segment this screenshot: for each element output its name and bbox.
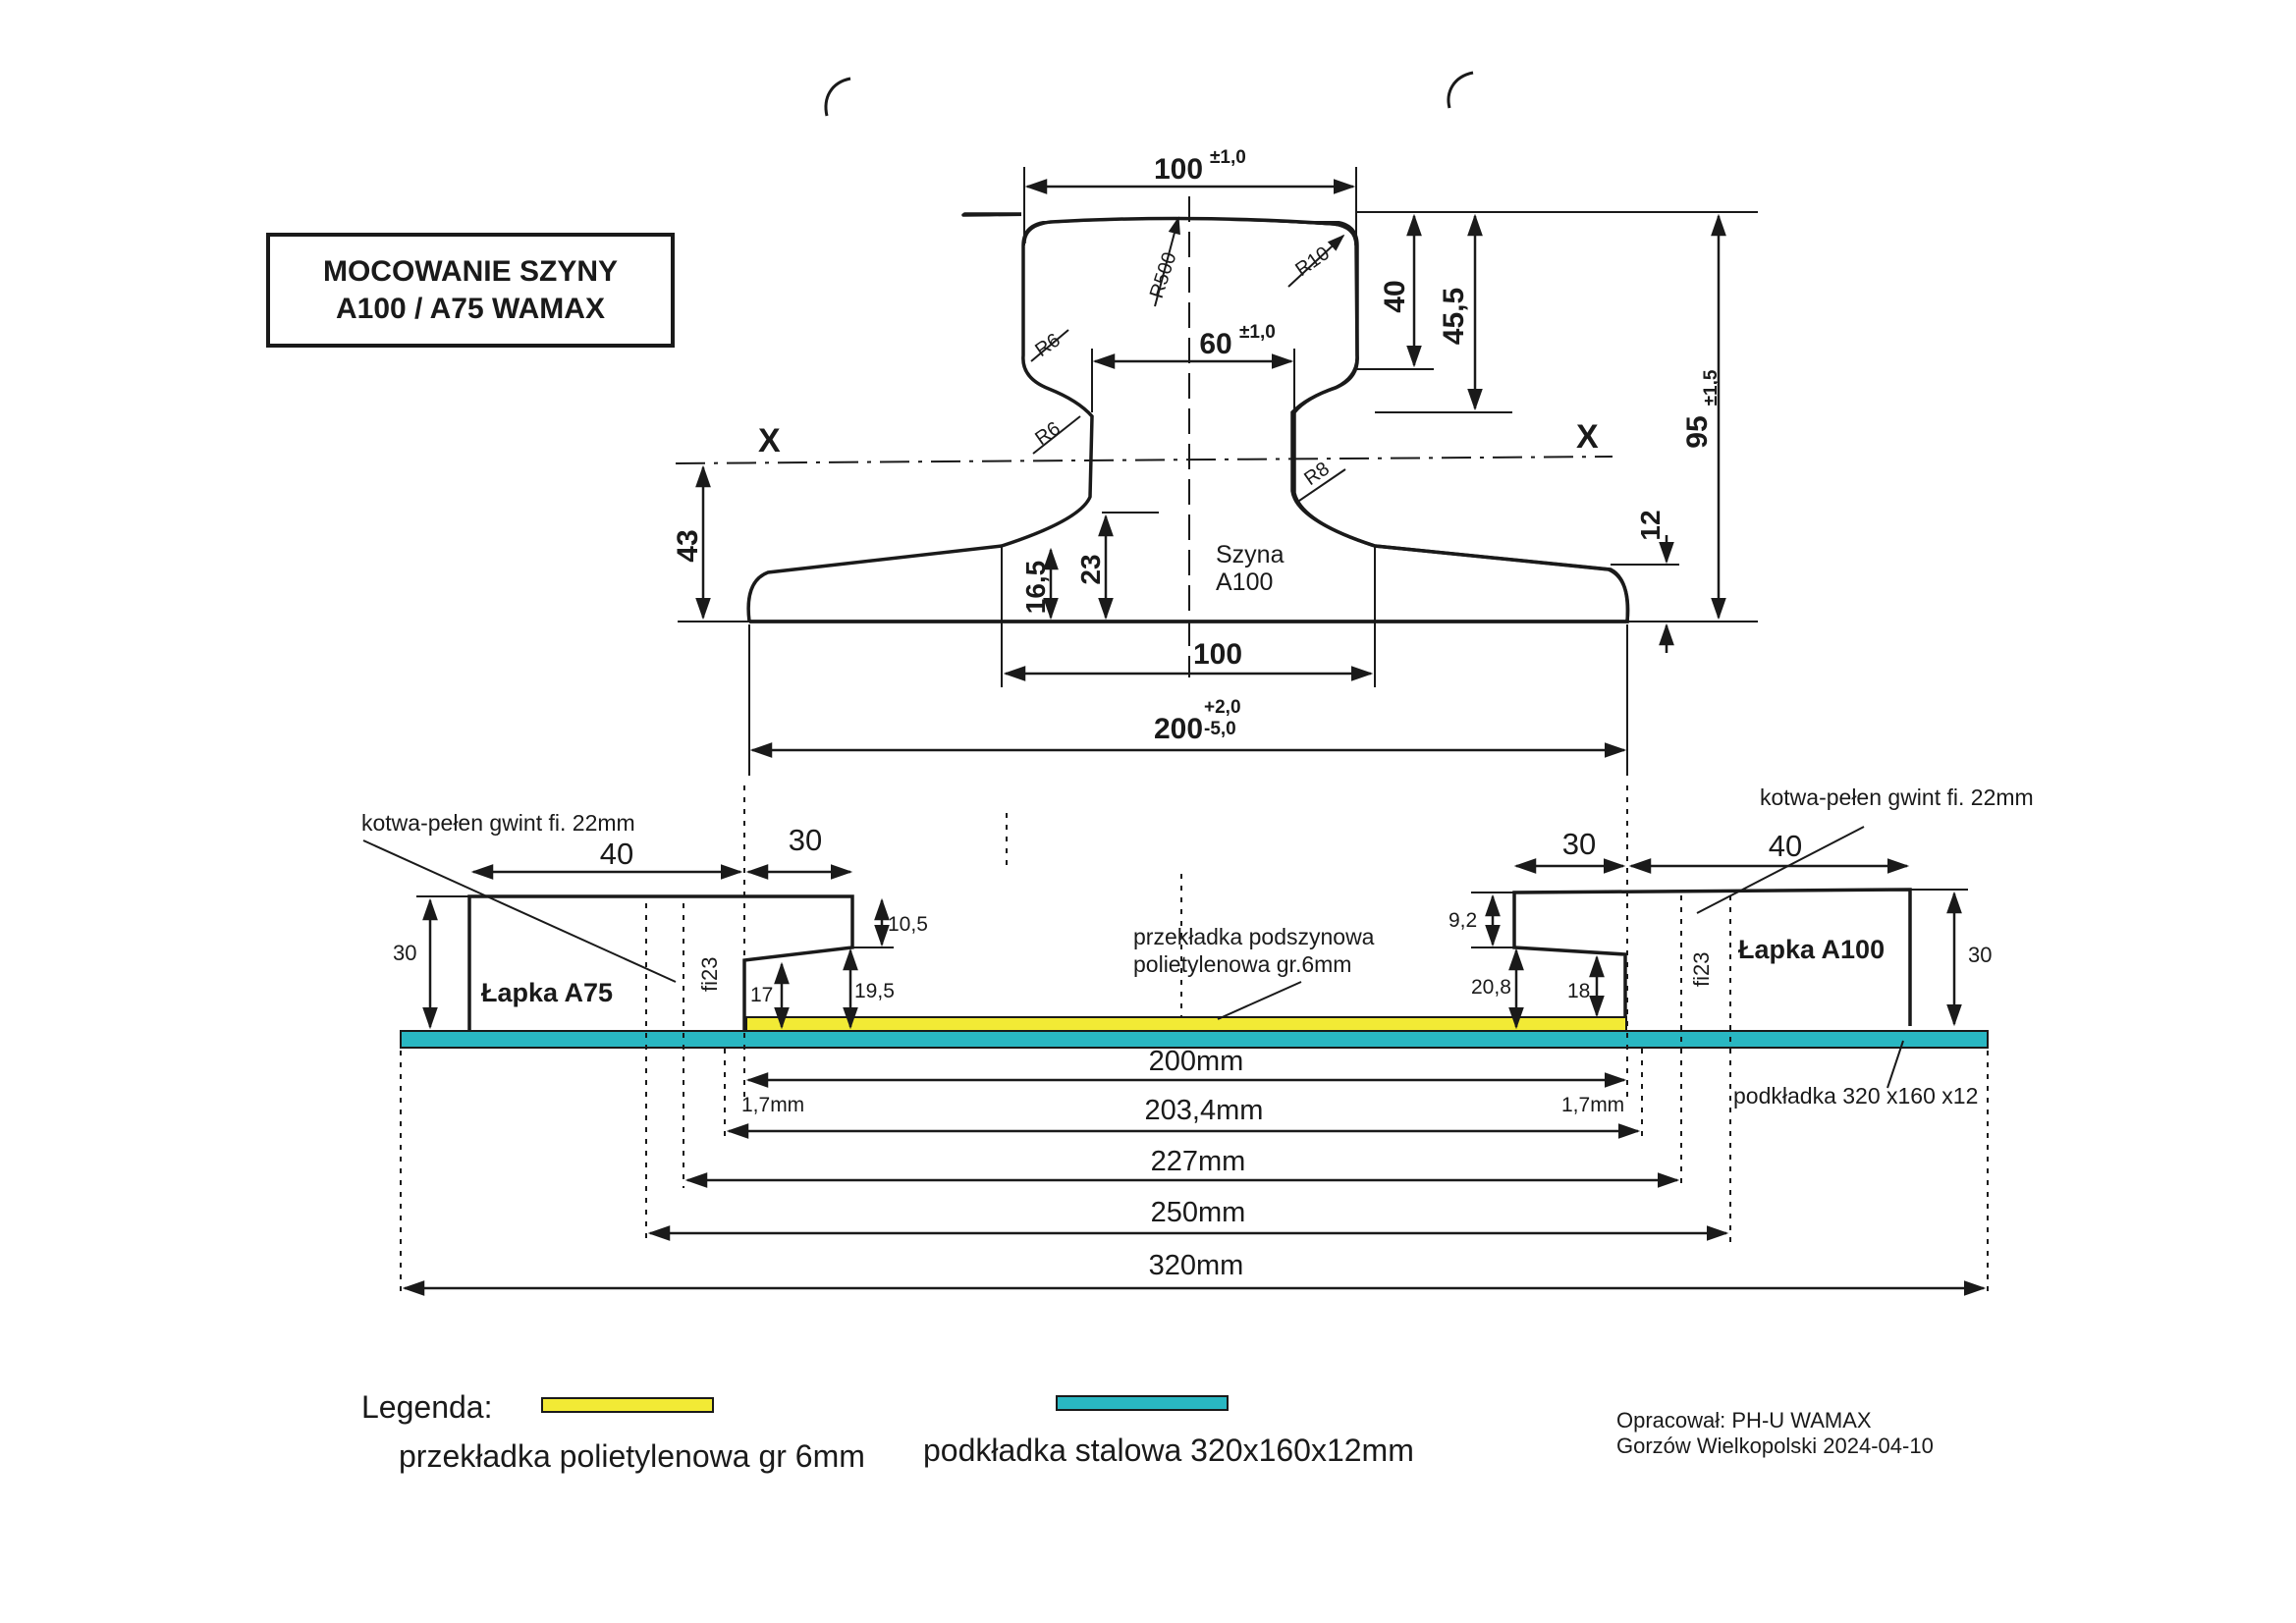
radius-leader-r10 bbox=[1287, 234, 1345, 288]
dim-base-tol-plus: +2,0 bbox=[1204, 697, 1241, 718]
pad-note-line-1: przekładka podszynowa bbox=[1133, 924, 1375, 949]
plate-note: podkładka 320 x160 x12 bbox=[1733, 1083, 1978, 1109]
pad-note-leader bbox=[1217, 981, 1302, 1020]
radius-leader-r6-lower bbox=[1032, 415, 1081, 455]
dim-203-value: 203,4mm bbox=[1145, 1095, 1264, 1126]
neutral-axis-line bbox=[675, 456, 1613, 464]
polyethylene-pad bbox=[745, 1016, 1627, 1032]
plate-note-leader bbox=[1886, 1040, 1904, 1089]
legend-item-plate: podkładka stalowa 320x160x12mm bbox=[923, 1433, 1414, 1468]
legend-swatch-pad bbox=[541, 1397, 714, 1413]
rail-profile: X X Szyna A100 R500 R10 R6 R6 R8 100 ±1,… bbox=[672, 147, 1758, 776]
dim-250-value: 250mm bbox=[1151, 1197, 1246, 1228]
left-hole-label: fi23 bbox=[697, 957, 722, 992]
dim-right-inner-h-value: 20,8 bbox=[1471, 976, 1511, 999]
dim-right-clip-len-value: 40 bbox=[1769, 829, 1802, 863]
right-hole-label: fi23 bbox=[1689, 952, 1714, 987]
punch-hole-mark bbox=[1447, 71, 1474, 109]
dim-rail-height-value: 95 bbox=[1681, 415, 1714, 448]
dim-web-width-tol: ±1,0 bbox=[1239, 322, 1276, 343]
dim-right-height-value: 30 bbox=[1968, 943, 1992, 967]
dim-left-nose-len-value: 30 bbox=[789, 823, 822, 857]
author-line: Opracował: PH-U WAMAX bbox=[1616, 1408, 1872, 1433]
author-block: Opracował: PH-U WAMAX Gorzów Wielkopolsk… bbox=[1616, 1408, 1934, 1458]
radius-leader-r8 bbox=[1295, 468, 1346, 504]
dim-200-value: 200mm bbox=[1149, 1046, 1244, 1077]
dim-right-nose-len-value: 30 bbox=[1562, 827, 1596, 861]
radius-label-r8: R8 bbox=[1300, 458, 1334, 490]
dim-web-width-value: 60 bbox=[1199, 328, 1231, 360]
left-clip-a75 bbox=[467, 894, 854, 1030]
title-line-2: A100 / A75 WAMAX bbox=[336, 293, 605, 325]
fastening-assembly: Łapka A75 Łapka A100 fi23 fi23 kotwa-peł… bbox=[361, 784, 2034, 1296]
dim-head-depth-value: 40 bbox=[1379, 280, 1411, 312]
dim-foot-tip-value: 12 bbox=[1635, 510, 1666, 540]
pad-note-line-2: polietylenowa gr.6mm bbox=[1133, 951, 1351, 977]
place-date-line: Gorzów Wielkopolski 2024-04-10 bbox=[1616, 1434, 1934, 1458]
dim-gap-right-value: 1,7mm bbox=[1561, 1094, 1624, 1116]
construction-lines bbox=[400, 785, 1989, 1296]
radius-label-r10: R10 bbox=[1291, 243, 1334, 281]
dim-head-width-tol: ±1,0 bbox=[1210, 147, 1246, 168]
dim-right-top-step-value: 9,2 bbox=[1449, 909, 1477, 932]
dim-base-width-value: 200 bbox=[1154, 713, 1203, 745]
dim-head-total-value: 45,5 bbox=[1438, 288, 1470, 345]
right-clip-a100 bbox=[1512, 888, 1912, 1026]
dim-320-value: 320mm bbox=[1149, 1250, 1244, 1281]
dim-axis-height-value: 43 bbox=[672, 529, 704, 562]
radius-leader-r500 bbox=[1154, 216, 1180, 307]
legend-item-pad: przekładka polietylenowa gr 6mm bbox=[399, 1438, 865, 1474]
rail-name-line-2: A100 bbox=[1216, 568, 1273, 596]
left-clip-label: Łapka A75 bbox=[481, 978, 613, 1007]
dim-right-nose-h-value: 18 bbox=[1567, 980, 1590, 1002]
legend: Legenda: przekładka polietylenowa gr 6mm… bbox=[361, 1389, 1414, 1474]
right-anchor-label: kotwa-pełen gwint fi. 22mm bbox=[1760, 784, 2034, 810]
legend-heading: Legenda: bbox=[361, 1389, 492, 1425]
left-anchor-leader bbox=[362, 839, 677, 983]
dim-foot-web-value: 23 bbox=[1075, 554, 1106, 584]
dim-left-clip-len-value: 40 bbox=[600, 837, 633, 871]
dim-227-value: 227mm bbox=[1151, 1146, 1246, 1177]
dim-left-top-step-value: 10,5 bbox=[888, 913, 928, 936]
dim-gap-left-value: 1,7mm bbox=[741, 1094, 804, 1116]
title-line-1: MOCOWANIE SZYNY bbox=[323, 255, 618, 288]
rail-name-line-1: Szyna bbox=[1216, 541, 1285, 568]
dim-left-inner-h-value: 19,5 bbox=[854, 980, 895, 1002]
dim-rail-height-tol: ±1,5 bbox=[1701, 369, 1722, 406]
rail-head-top bbox=[1022, 216, 1358, 246]
right-clip-label: Łapka A100 bbox=[1738, 935, 1885, 964]
dim-base-inner-value: 100 bbox=[1193, 638, 1242, 671]
legend-swatch-plate bbox=[1056, 1395, 1229, 1411]
radius-leader-r6-upper bbox=[1030, 329, 1069, 362]
left-anchor-label: kotwa-pełen gwint fi. 22mm bbox=[361, 810, 635, 836]
dim-left-height-value: 30 bbox=[393, 941, 416, 965]
dim-foot-edge-value: 16,5 bbox=[1020, 561, 1051, 615]
axis-label-left: X bbox=[758, 422, 781, 460]
title-block: MOCOWANIE SZYNY A100 / A75 WAMAX bbox=[266, 233, 675, 348]
dim-base-tol-minus: -5,0 bbox=[1204, 719, 1236, 739]
dim-head-width-value: 100 bbox=[1154, 153, 1203, 186]
axis-label-right: X bbox=[1576, 418, 1599, 456]
dim-left-nose-h-value: 17 bbox=[750, 984, 773, 1006]
punch-hole-mark bbox=[824, 77, 851, 117]
